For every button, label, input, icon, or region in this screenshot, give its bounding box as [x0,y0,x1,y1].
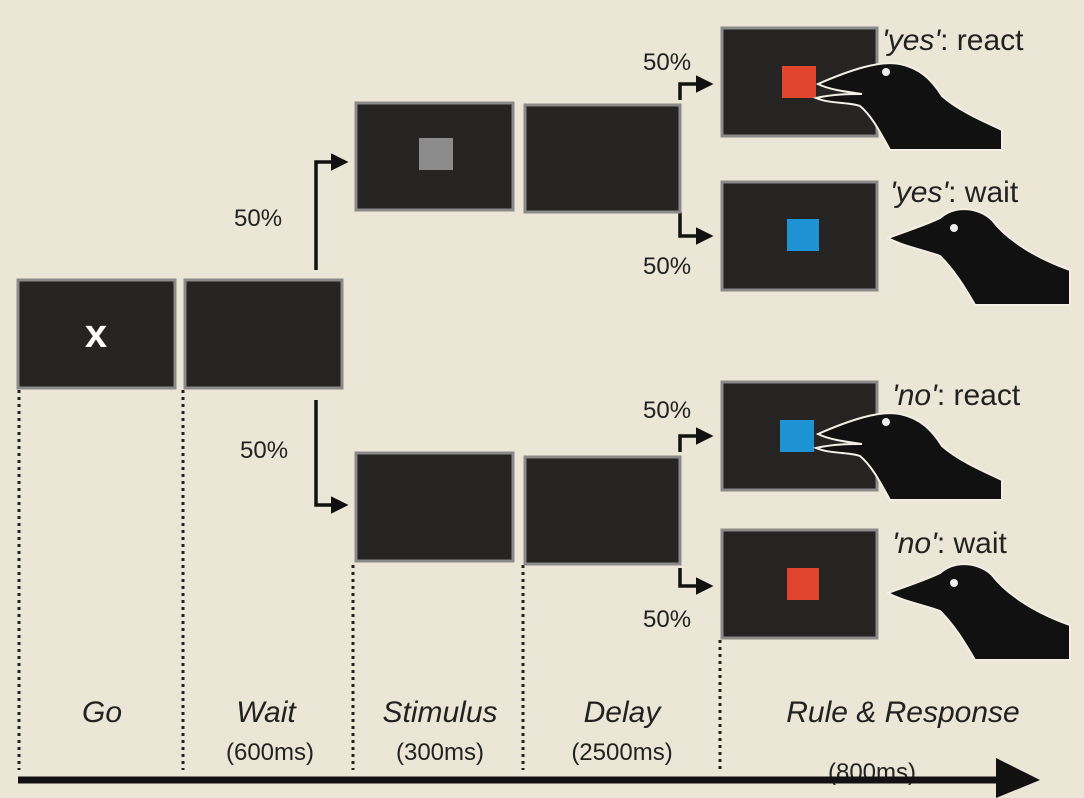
arrow-yes-react [678,75,714,100]
arrow-yes-wait [678,212,714,245]
rule-label-yes-react: 'yes': react [882,24,1024,57]
rule-label-no-react: 'no': react [892,379,1021,412]
phase-label-delay: Delay [584,696,663,729]
blue-square-no-react [780,420,814,452]
pct-lower-branch: 50% [240,437,288,464]
blue-square-yes-wait [787,219,819,251]
branch-arrow-upper [314,153,349,270]
arrow-no-wait [678,568,714,595]
red-square-no-wait [787,568,819,600]
pct-upper-branch: 50% [234,205,282,232]
phase-label-stimulus: Stimulus [382,696,497,729]
pct-yes-wait: 50% [643,253,691,280]
crow-head-no-react [812,412,1003,501]
pct-no-wait: 50% [643,606,691,633]
arrow-no-react [678,427,714,452]
phase-label-go: Go [82,696,122,729]
pct-no-react: 50% [643,397,691,424]
wait-screen [183,278,344,390]
rule-label-no-wait: 'no': wait [892,527,1008,560]
branch-arrow-lower [314,400,349,514]
grey-stimulus-square [419,138,453,170]
rule-label-yes-wait: 'yes': wait [890,176,1019,209]
delay-screen-upper [523,103,682,214]
stimulus-screen-lower [354,451,515,563]
red-square-yes-react [782,66,816,98]
phase-duration-stimulus: (300ms) [396,739,484,766]
pct-yes-react: 50% [643,49,691,76]
crow-head-yes-wait [885,208,1071,306]
phase-label-rule-response: Rule & Response [786,696,1019,729]
phase-duration-delay: (2500ms) [571,739,672,766]
crow-head-no-wait [885,563,1071,661]
phase-label-wait: Wait [236,696,297,729]
delay-screen-lower [523,455,682,566]
phase-duration-wait: (600ms) [226,739,314,766]
time-axis-arrowhead [996,758,1040,798]
go-symbol: x [85,312,107,356]
go-screen [16,278,177,390]
crow-head-yes-react [812,62,1003,151]
